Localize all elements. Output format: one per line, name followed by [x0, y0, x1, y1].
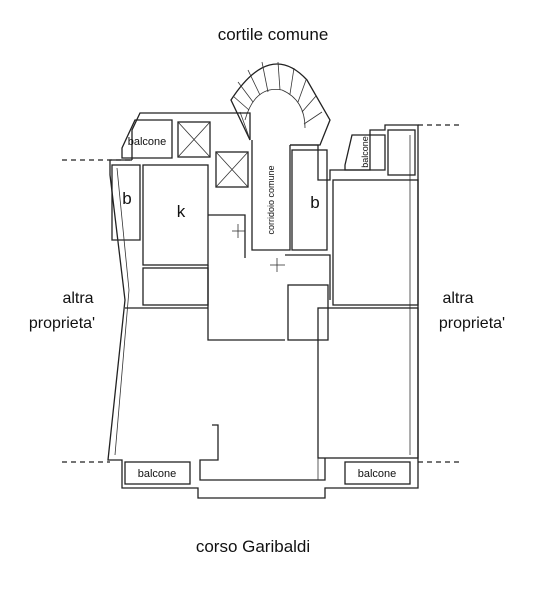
- balcone-top-left: [121, 119, 173, 159]
- door-markers: [232, 224, 285, 272]
- shafts: [177, 121, 249, 188]
- balconies-bottom: [124, 461, 411, 485]
- label-right-proprieta: proprieta': [439, 315, 505, 332]
- label-room-k: k: [177, 202, 186, 221]
- label-left-altra: altra: [62, 290, 93, 307]
- label-balcone-top-left: balcone: [128, 136, 167, 148]
- apartment-outline: [107, 112, 419, 499]
- spiral-staircase: [230, 61, 331, 146]
- label-right-altra: altra: [442, 290, 473, 307]
- label-room-b-left: b: [122, 189, 131, 208]
- label-balcone-bottom-right: balcone: [358, 468, 397, 480]
- label-corridoio-comune: corridoio comune: [266, 165, 276, 234]
- balcone-top-right: [344, 129, 416, 176]
- label-balcone-top-right: balcone: [360, 136, 370, 168]
- label-corso-garibaldi: corso Garibaldi: [196, 537, 310, 556]
- label-room-b-right: b: [310, 193, 319, 212]
- label-cortile-comune: cortile comune: [218, 25, 329, 44]
- label-balcone-bottom-left: balcone: [138, 468, 177, 480]
- interior-walls: [111, 140, 419, 481]
- label-left-proprieta: proprieta': [29, 315, 95, 332]
